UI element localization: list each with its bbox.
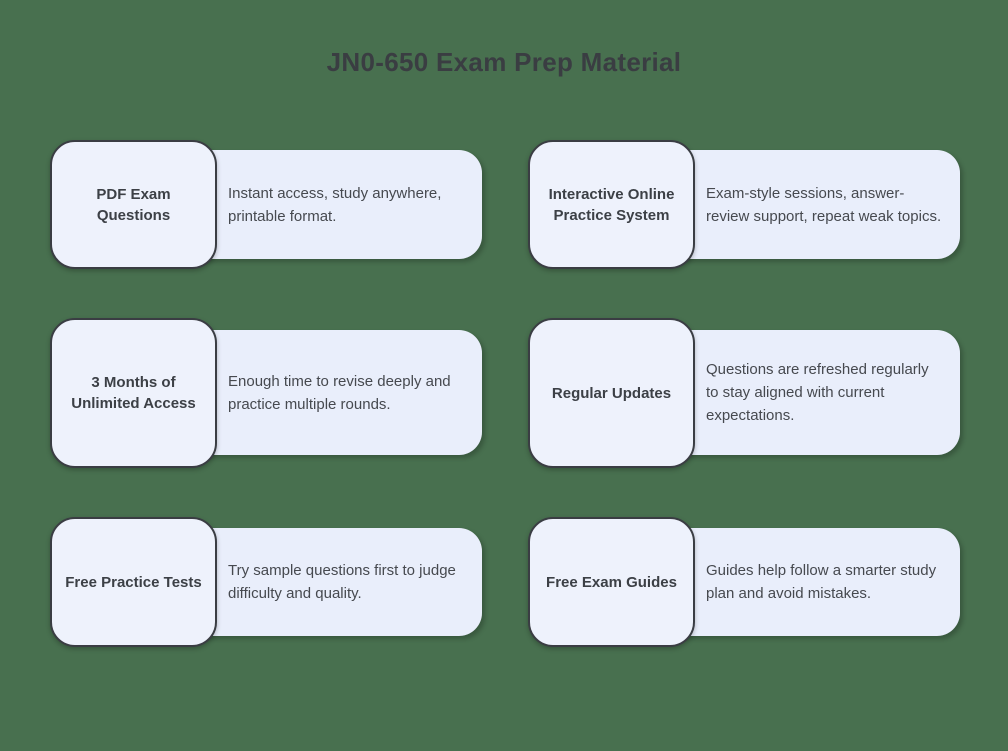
feature-card: Instant access, study anywhere, printabl… xyxy=(50,140,482,269)
feature-card: Enough time to revise deeply and practic… xyxy=(50,318,482,468)
feature-description-box: Instant access, study anywhere, printabl… xyxy=(165,150,482,259)
feature-label: Free Exam Guides xyxy=(546,573,677,591)
feature-description: Instant access, study anywhere, printabl… xyxy=(228,184,442,225)
feature-card: Questions are refreshed regularly to sta… xyxy=(528,318,960,468)
feature-card: Try sample questions first to judge diff… xyxy=(50,517,482,647)
feature-label-box: PDF Exam Questions xyxy=(50,140,217,269)
feature-label: 3 Months of Unlimited Access xyxy=(71,374,196,412)
feature-description-box: Enough time to revise deeply and practic… xyxy=(165,330,482,455)
feature-card: Exam-style sessions, answer- review supp… xyxy=(528,140,960,269)
feature-label-box: Free Practice Tests xyxy=(50,517,217,647)
feature-label-box: Interactive Online Practice System xyxy=(528,140,695,269)
feature-label-box: Free Exam Guides xyxy=(528,517,695,647)
feature-label-box: Regular Updates xyxy=(528,318,695,468)
feature-description: Enough time to revise deeply and practic… xyxy=(228,372,451,413)
feature-label: Interactive Online Practice System xyxy=(548,185,675,224)
feature-description-box: Guides help follow a smarter study plan … xyxy=(643,528,960,636)
feature-grid: Instant access, study anywhere, printabl… xyxy=(50,140,960,647)
feature-label: Regular Updates xyxy=(551,384,672,402)
feature-description-box: Exam-style sessions, answer- review supp… xyxy=(643,150,960,259)
feature-label: Free Practice Tests xyxy=(65,573,202,591)
feature-description: Questions are refreshed regularly to sta… xyxy=(706,361,929,424)
feature-description-box: Questions are refreshed regularly to sta… xyxy=(643,330,960,455)
feature-description: Exam-style sessions, answer- review supp… xyxy=(706,184,942,225)
feature-label: PDF Exam Questions xyxy=(96,185,171,224)
feature-description-box: Try sample questions first to judge diff… xyxy=(165,528,482,636)
page-title: JN0-650 Exam Prep Material xyxy=(326,47,682,77)
feature-card: Guides help follow a smarter study plan … xyxy=(528,517,960,647)
feature-description: Guides help follow a smarter study plan … xyxy=(706,562,937,602)
feature-label-box: 3 Months of Unlimited Access xyxy=(50,318,217,468)
feature-description: Try sample questions first to judge diff… xyxy=(228,562,456,602)
